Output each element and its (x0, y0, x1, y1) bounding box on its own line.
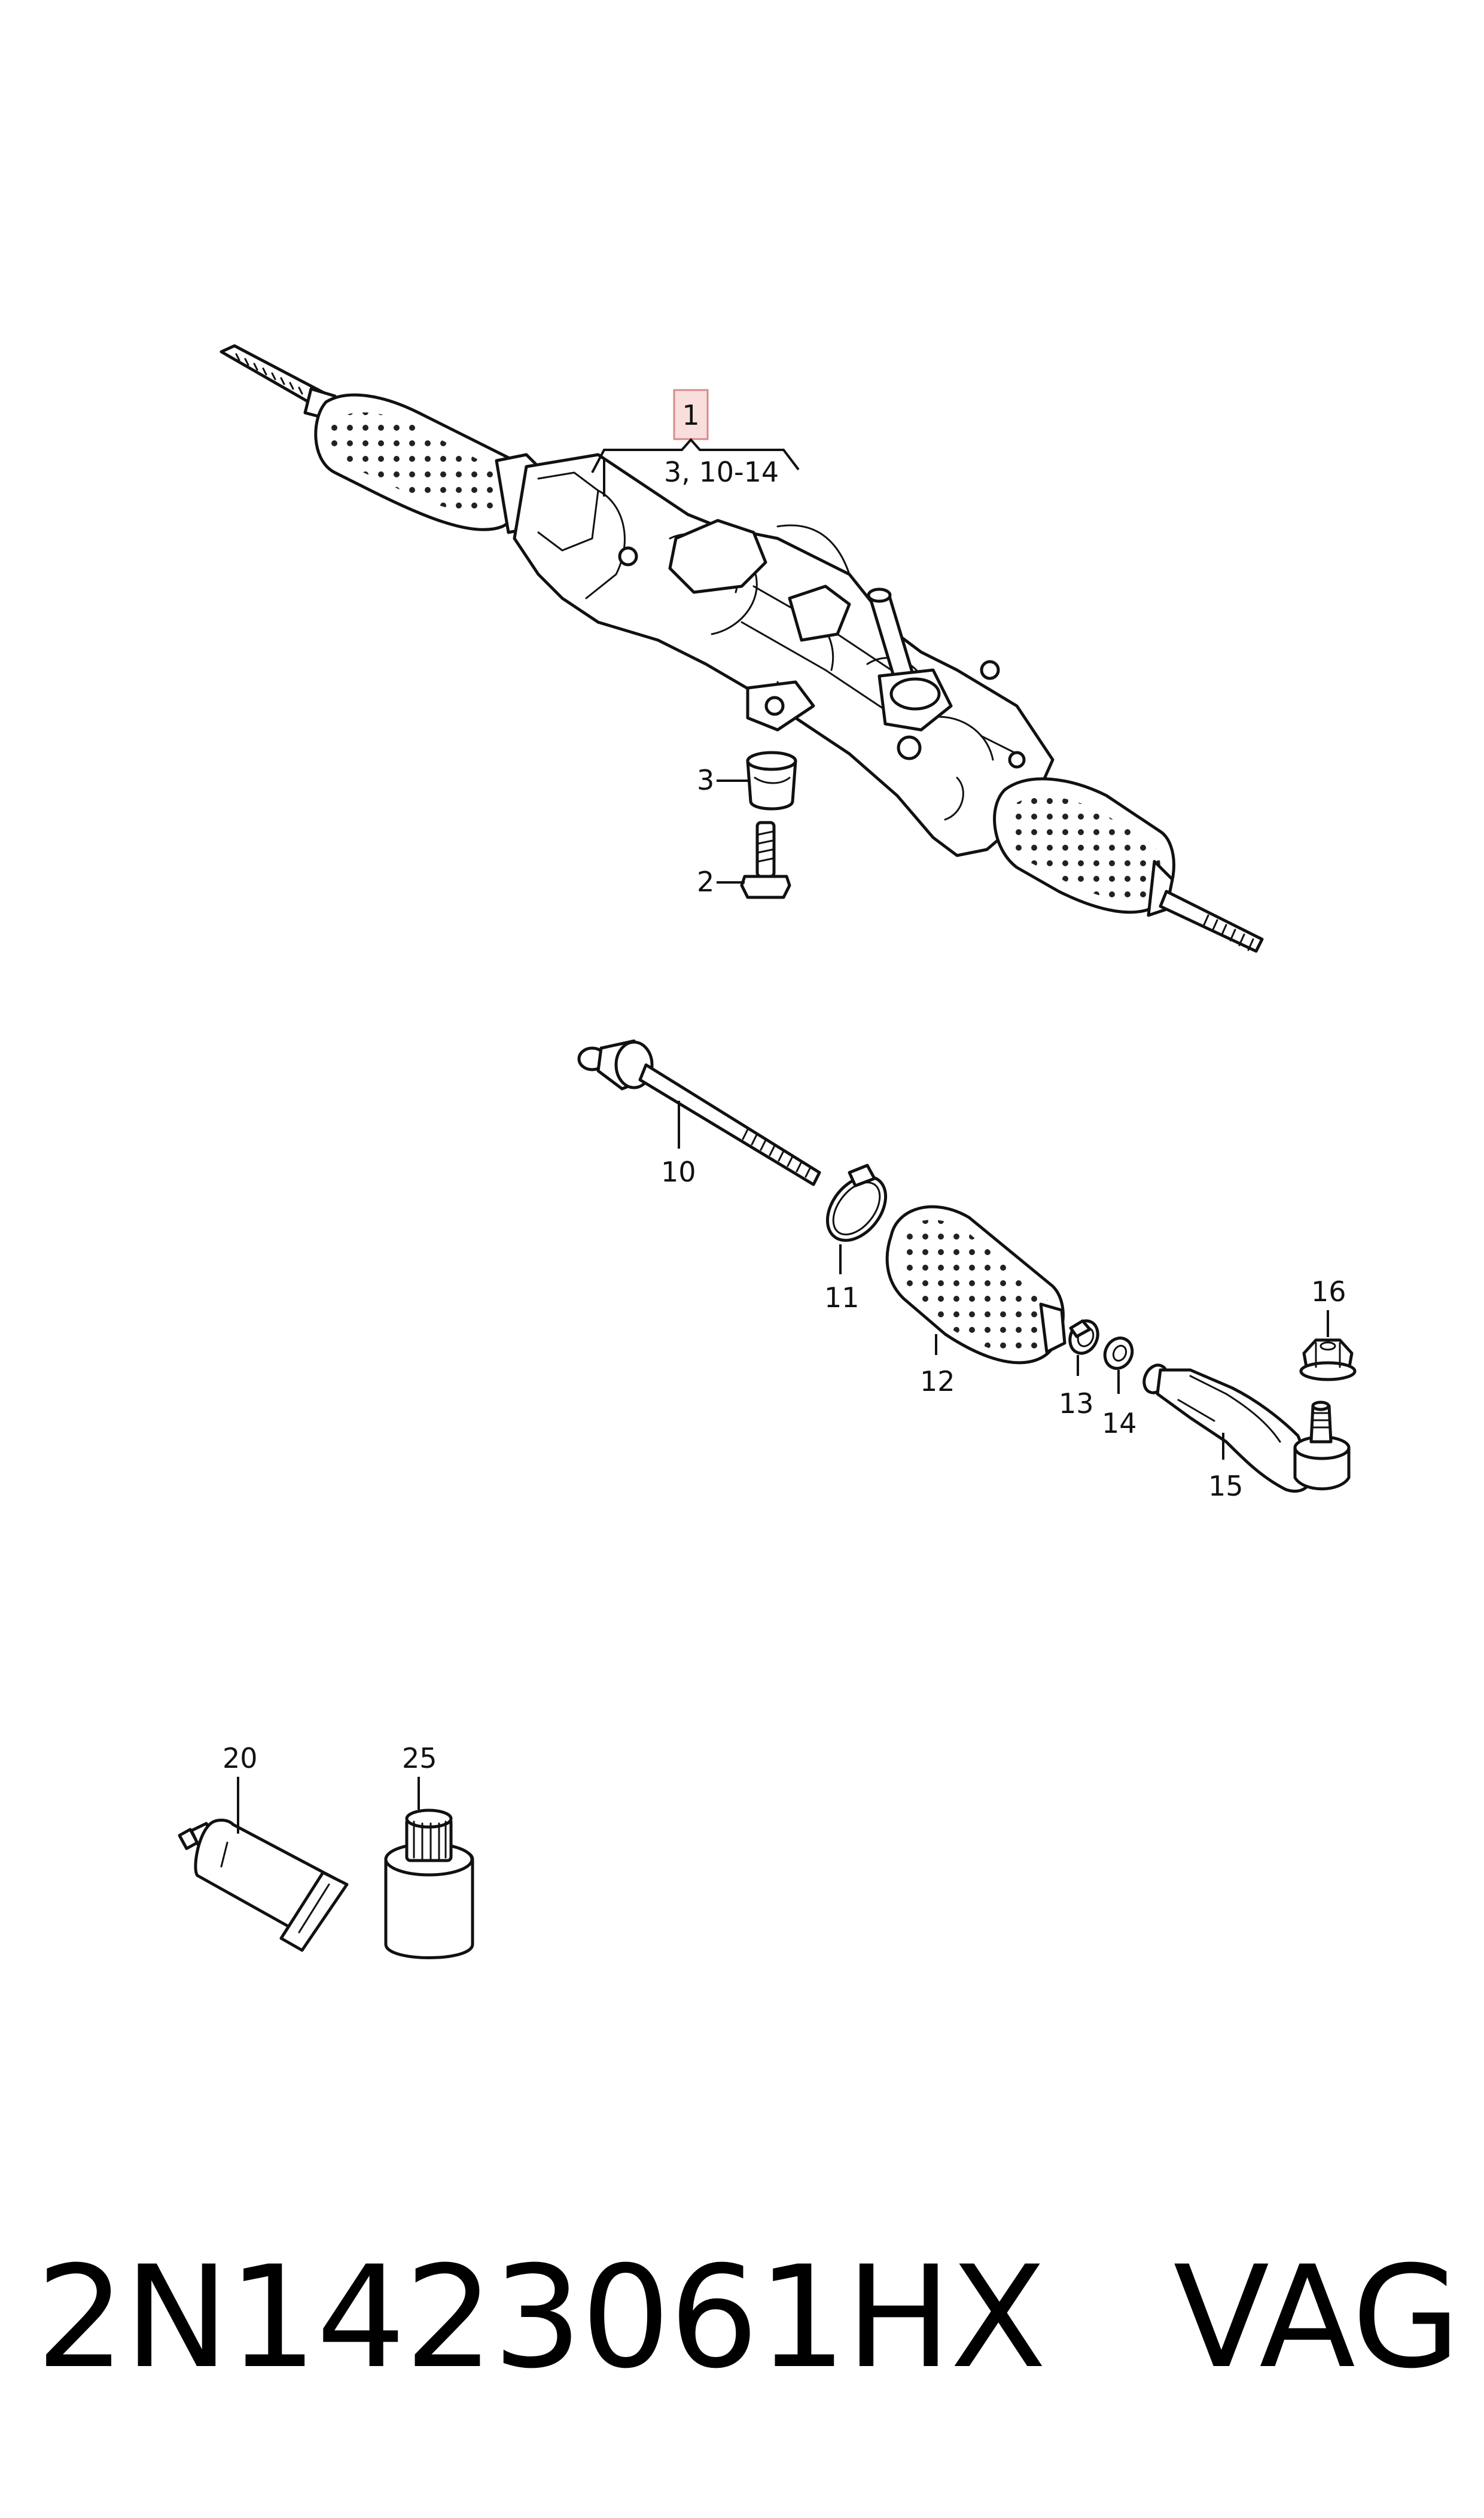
part-number: 2N1423061HX (36, 2236, 1047, 2400)
callout-1-highlight (673, 389, 709, 440)
brand-name: VAG (1173, 2236, 1461, 2400)
callout-25-label: 25 (402, 1742, 437, 1774)
left-bellows-boot (314, 393, 552, 534)
footer: 2N1423061HX VAG (24, 2228, 1461, 2408)
part-13-small-clamp (1068, 1319, 1099, 1355)
part-14-nut (1103, 1336, 1134, 1370)
callout-10-label: 10 (661, 1156, 696, 1188)
callout-13[interactable]: 13 (1059, 1355, 1094, 1420)
part-2-bolt (740, 821, 791, 899)
part-3-bushing (746, 751, 797, 811)
left-rack-thread (220, 344, 337, 421)
callout-12-label: 12 (920, 1365, 955, 1397)
callout-16-label: 16 (1311, 1275, 1346, 1308)
part-25-oil-bottle (384, 1808, 474, 1959)
callout-20-label: 20 (223, 1742, 258, 1774)
part-12-boot (885, 1205, 1066, 1365)
callout-1-bracket (591, 437, 800, 473)
part-20-grease-tube (178, 1819, 349, 1952)
callout-11-label: 11 (824, 1281, 860, 1314)
right-rack-thread (1159, 890, 1264, 953)
callout-2-label: 2 (697, 866, 714, 898)
callout-1-label: 1 (682, 399, 699, 431)
part-15-tie-rod-end (1142, 1363, 1351, 1493)
rack-housing (513, 453, 1055, 857)
callout-12[interactable]: 12 (920, 1334, 955, 1397)
callout-11[interactable]: 11 (824, 1244, 860, 1314)
part-10-inner-tie-rod (577, 1039, 821, 1186)
steering-rack-assembly (220, 344, 1264, 953)
callout-20[interactable]: 20 (223, 1742, 258, 1834)
callout-14-label: 14 (1102, 1407, 1137, 1439)
part-16-flange-nut (1299, 1338, 1357, 1381)
part-11-clamp (825, 1164, 888, 1242)
callout-10[interactable]: 10 (661, 1101, 696, 1188)
callout-15[interactable]: 15 (1208, 1433, 1244, 1502)
callout-3-label: 3 (697, 764, 714, 796)
right-bellows-boot (993, 777, 1175, 917)
callout-2[interactable]: 2 (697, 866, 745, 898)
callout-13-label: 13 (1059, 1387, 1094, 1420)
callout-16[interactable]: 16 (1311, 1275, 1346, 1337)
callout-1[interactable]: 1 3, 10-14 (591, 389, 800, 497)
callout-14[interactable]: 14 (1102, 1370, 1137, 1439)
callout-3[interactable]: 3 (697, 764, 748, 796)
callout-1-range-label: 3, 10-14 (664, 456, 779, 488)
callout-25[interactable]: 25 (402, 1742, 437, 1810)
pinion-shaft (867, 587, 1000, 732)
callout-15-label: 15 (1208, 1470, 1244, 1502)
